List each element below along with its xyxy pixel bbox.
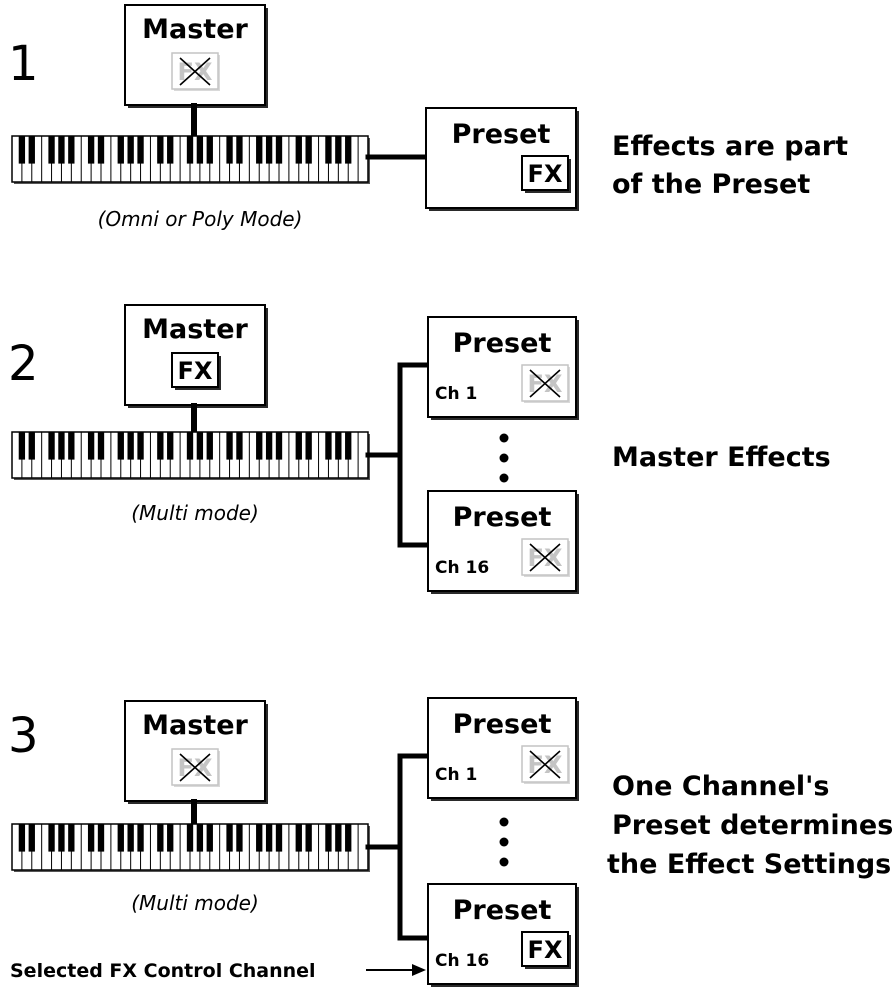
description-line: of the Preset <box>612 169 810 200</box>
fx-box: FX <box>521 931 571 969</box>
preset-label: Preset <box>453 502 552 533</box>
preset-label: Preset <box>453 328 552 359</box>
preset-block: Preset Ch 16 FX <box>427 490 579 594</box>
preset-block: Preset Ch 1 FX <box>427 316 579 420</box>
fx-label: FX <box>528 936 563 964</box>
section-number: 2 <box>8 336 39 392</box>
preset-box <box>427 490 579 594</box>
fx-box: FX <box>171 352 221 390</box>
description-line: Master Effects <box>612 442 831 473</box>
ellipsis-dots <box>499 817 509 867</box>
fx-box: FX <box>521 155 571 193</box>
fx-disabled-box: FX <box>171 748 220 787</box>
preset-box <box>427 697 579 801</box>
description-line: the Effect Settings <box>607 849 891 880</box>
section-number: 3 <box>8 708 39 764</box>
keyboard-icon <box>11 823 370 872</box>
crossed-out-icon <box>529 543 561 572</box>
preset-label: Preset <box>453 709 552 740</box>
selected-channel-label: Selected FX Control Channel <box>10 960 316 982</box>
channel-label: Ch 1 <box>435 384 477 404</box>
crossed-out-icon <box>179 57 211 86</box>
crossed-out-icon <box>179 753 211 782</box>
fx-disabled-box: FX <box>521 745 570 784</box>
ellipsis-dots <box>499 433 509 483</box>
description-line: Effects are part <box>612 131 848 162</box>
crossed-out-icon <box>529 750 561 779</box>
section-number: 1 <box>8 36 39 92</box>
fx-label: FX <box>528 160 563 188</box>
channel-label: Ch 16 <box>435 558 489 578</box>
keyboard-icon <box>11 135 370 184</box>
description-line: Preset determines <box>612 810 893 841</box>
channel-label: Ch 1 <box>435 765 477 785</box>
master-label: Master <box>142 14 248 45</box>
crossed-out-icon <box>529 369 561 398</box>
preset-block: Preset Ch 1 FX <box>427 697 579 801</box>
keyboard-icon <box>11 431 370 480</box>
mode-label: (Omni or Poly Mode) <box>98 207 303 231</box>
mode-label: (Multi mode) <box>131 501 259 525</box>
preset-label: Preset <box>453 895 552 926</box>
fx-disabled-box: FX <box>521 364 570 403</box>
master-label: Master <box>142 710 248 741</box>
channel-label: Ch 16 <box>435 951 489 971</box>
fx-disabled-box: FX <box>171 52 220 91</box>
fx-disabled-box: FX <box>521 538 570 577</box>
description-line: One Channel's <box>612 771 830 802</box>
preset-block: Preset Ch 16 FX <box>427 883 579 987</box>
fx-label: FX <box>178 357 213 385</box>
master-label: Master <box>142 314 248 345</box>
preset-label: Preset <box>452 119 551 150</box>
mode-label: (Multi mode) <box>131 891 259 915</box>
arrow-right-icon <box>366 964 426 976</box>
